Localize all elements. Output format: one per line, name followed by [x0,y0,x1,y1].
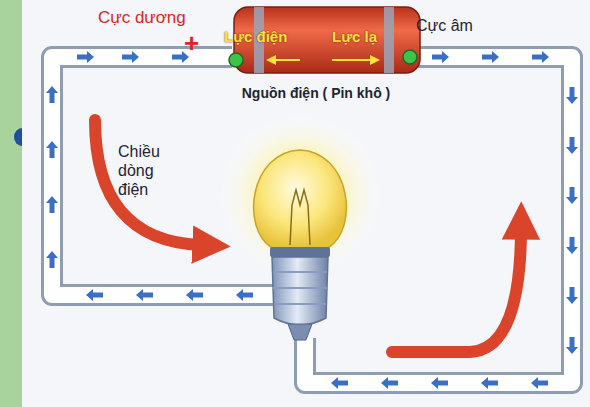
source-caption: Nguồn điện ( Pin khô ) [242,85,391,101]
base-thread [273,272,327,304]
current-arrow [122,51,139,63]
wires [52,57,572,383]
current-arrow [46,196,58,213]
flow-arrow [95,120,200,245]
current-arrow [566,337,578,354]
bulb-tip [288,324,312,340]
current-arrow [136,289,153,301]
side-tab [14,128,22,146]
force-label: Lực lạ [332,28,377,45]
direction-label: Chiều dòng điện [118,142,174,200]
battery-node: Lực điện Lực lạ Nguồn điện ( Pin khô ) [200,2,432,108]
current-arrow [186,289,203,301]
current-arrow [46,141,58,158]
terminal-negative [403,50,417,64]
bulb-glass [254,150,347,248]
current-arrow [566,187,578,204]
current-arrows [46,51,578,389]
bulb-base [272,257,328,325]
current-arrow [566,237,578,254]
current-arrow [431,377,448,389]
polarity-sign: + [184,28,199,59]
terminal-positive [229,53,243,67]
terminal-label: Cực dương [98,8,186,28]
bulb-collar [270,247,330,257]
current-arrow [381,377,398,389]
current-arrow [482,51,499,63]
current-arrow [236,289,253,301]
current-arrow [532,51,549,63]
current-arrow [531,377,548,389]
current-arrow [481,377,498,389]
current-arrow [566,87,578,104]
flow-arrow [392,232,521,352]
battery-band [384,7,394,73]
force-arrow [268,59,300,61]
current-arrow [566,287,578,304]
current-arrow [46,86,58,103]
filament [290,190,310,245]
side-bar [0,0,22,407]
current-arrow [46,251,58,268]
force-label: Lực điện [224,28,287,45]
current-arrow [331,377,348,389]
current-arrow [86,289,103,301]
bulb-glow [218,113,382,277]
current-arrow [566,137,578,154]
current-arrow [77,51,94,63]
force-arrow [332,59,378,61]
current-arrow [432,51,449,63]
terminal-label: Cực âm [416,16,473,35]
